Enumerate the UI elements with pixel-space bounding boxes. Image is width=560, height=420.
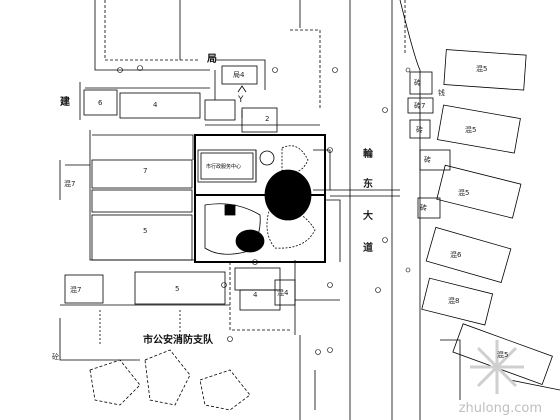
building-hun5c — [436, 164, 522, 219]
label-zhuan7: 砖7 — [414, 102, 426, 110]
label-wu: 砼 — [52, 353, 59, 361]
label-zhuan3: 砖 — [424, 156, 431, 164]
label-jian: 建 — [60, 97, 70, 108]
label-hun7b: 混7 — [70, 286, 82, 294]
label-road-1: 輪 — [363, 149, 373, 160]
label-hun5d: 混5 — [497, 351, 509, 359]
label-ju: 局 — [207, 54, 217, 65]
building-hun7 — [64, 274, 104, 304]
building-7 — [91, 159, 193, 189]
label-5b: 5 — [175, 285, 180, 293]
label-ju4: 局4 — [233, 71, 245, 79]
label-4a: 4 — [153, 101, 158, 109]
building-ju4 — [221, 65, 258, 85]
building-5 — [91, 214, 193, 261]
label-hun8: 混8 — [448, 297, 460, 305]
label-zhuan: 砖 — [414, 79, 421, 87]
label-road-4: 道 — [363, 243, 373, 254]
label-hun7a: 混7 — [64, 180, 76, 188]
building-hun5b — [437, 104, 521, 154]
label-jian2: 钱 — [438, 89, 445, 97]
label-road-3: 大 — [363, 211, 373, 222]
watermark-text: zhulong.com — [458, 401, 542, 416]
building-hun6 — [425, 226, 512, 284]
label-2: 2 — [265, 115, 270, 123]
watermark-logo-icon — [470, 340, 524, 394]
building-hun5a — [443, 49, 527, 91]
label-zhuan4: 砖 — [420, 204, 427, 212]
label-hun5c: 混5 — [458, 189, 470, 197]
plan-caption: 市行政服务中心 — [206, 164, 242, 170]
fountain-plaza — [264, 169, 312, 221]
label-road-2: 东 — [363, 179, 373, 190]
label-zhuan2: 砖 — [416, 126, 423, 134]
road-edge — [94, 0, 210, 71]
label-hun5a: 混5 — [476, 65, 488, 73]
label-6: 6 — [98, 99, 103, 107]
building-6 — [83, 89, 118, 116]
building-4b — [239, 289, 281, 311]
label-7: 7 — [143, 167, 148, 175]
label-hun5b: 混5 — [465, 126, 477, 134]
label-hun6: 混6 — [450, 251, 462, 259]
building-5b — [134, 271, 226, 305]
label-y: Y — [238, 95, 244, 105]
building-4 — [119, 92, 201, 119]
building-hun8 — [421, 277, 494, 326]
label-5: 5 — [143, 227, 148, 235]
label-4b: 4 — [253, 291, 258, 299]
label-hun4: 混4 — [277, 289, 289, 297]
label-fire-brigade: 市公安消防支队 — [143, 335, 213, 346]
building-2 — [241, 107, 278, 133]
